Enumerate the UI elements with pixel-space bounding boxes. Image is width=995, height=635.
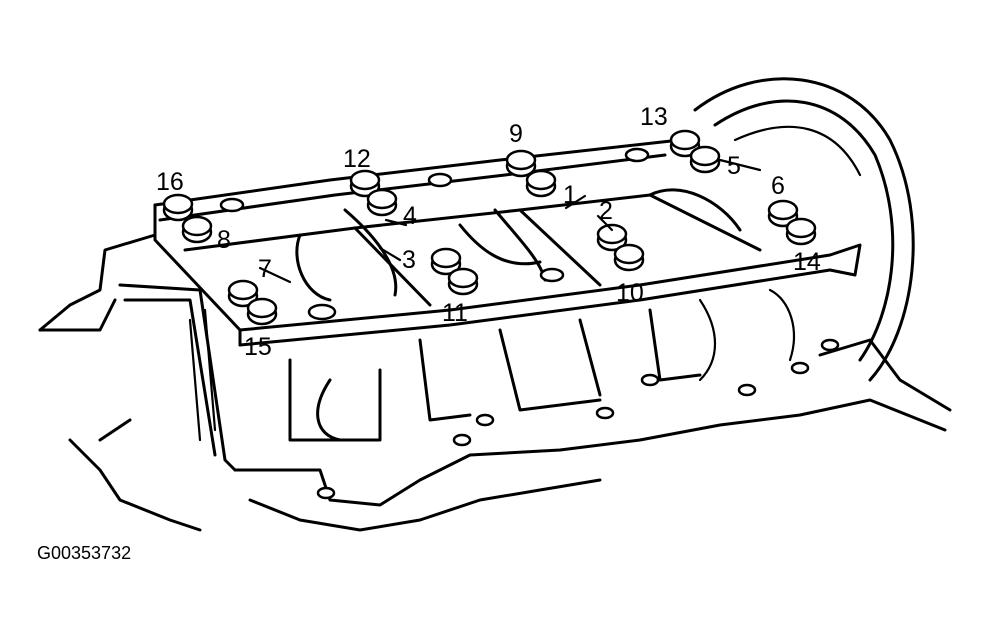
leader-lines: [258, 158, 762, 284]
bolt-11: [447, 267, 479, 296]
bearing-cap-bridge: [153, 138, 862, 347]
bolt-16: [162, 193, 194, 222]
bolt-15: [227, 279, 259, 308]
bolt-12: [349, 169, 381, 198]
bolt-14: [785, 217, 817, 246]
callout-5: 5: [727, 152, 741, 180]
bolt-5: [689, 145, 721, 174]
callout-13: 13: [640, 103, 668, 131]
bolt-heads: [162, 129, 817, 326]
crankshaft-drawing: [295, 188, 795, 382]
callout-6: 6: [771, 172, 785, 200]
figure-id: G00353732: [37, 543, 131, 563]
callout-3: 3: [402, 246, 416, 274]
bolt-3: [430, 247, 462, 276]
callout-4: 4: [403, 202, 417, 230]
callout-10: 10: [616, 279, 644, 307]
mounting-holes: [219, 147, 840, 500]
bolt-4: [366, 188, 398, 217]
callout-12: 12: [343, 145, 371, 173]
callout-14: 14: [793, 248, 821, 276]
callout-1: 1: [563, 181, 577, 209]
bolt-9: [505, 149, 537, 178]
callout-9: 9: [509, 120, 523, 148]
callout-8: 8: [217, 226, 231, 254]
bolt-8: [181, 215, 213, 244]
lower-skirt-drawing: [188, 308, 702, 442]
callout-7: 7: [258, 255, 272, 283]
callout-11: 11: [442, 299, 468, 327]
callout-2: 2: [599, 197, 613, 225]
bolt-7: [246, 297, 278, 326]
bolt-13: [669, 129, 701, 158]
callout-labels: 1 2 3 4 5 6 7 8 9 10 11 12 13 14 15 16: [156, 103, 821, 361]
callout-15: 15: [244, 333, 272, 361]
bolt-2: [596, 223, 628, 252]
bolt-1: [525, 169, 557, 198]
flywheel-drawing: [693, 77, 915, 382]
callout-16: 16: [156, 168, 184, 196]
bolt-10: [613, 243, 645, 272]
